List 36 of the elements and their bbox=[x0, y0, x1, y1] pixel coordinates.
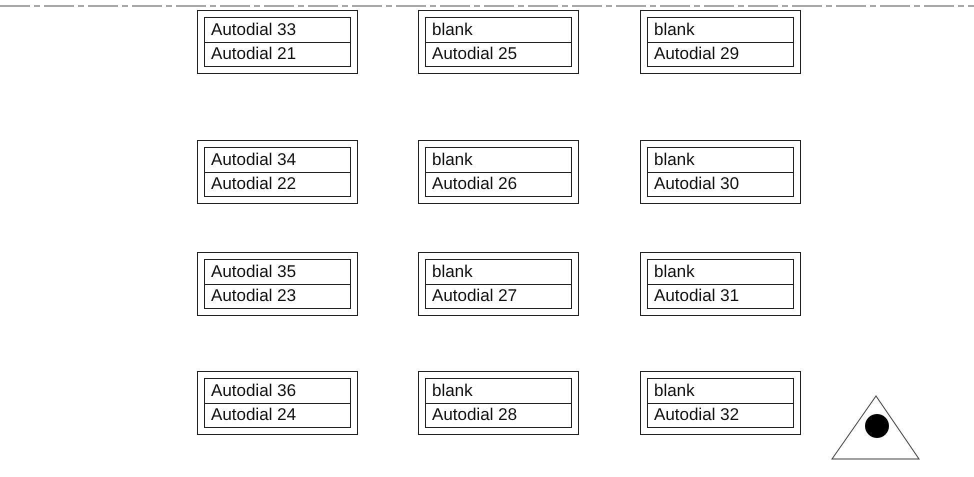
key-button bbox=[197, 10, 358, 74]
key-button bbox=[418, 10, 579, 74]
key-label: Autodial 28 bbox=[426, 402, 571, 427]
key-label: Autodial 22 bbox=[205, 172, 350, 196]
key-label: Autodial 21 bbox=[205, 42, 350, 66]
key-label: Autodial 27 bbox=[426, 284, 571, 308]
key-button bbox=[640, 252, 801, 316]
key-label: Autodial 23 bbox=[205, 284, 350, 308]
key-label: Autodial 29 bbox=[648, 42, 793, 66]
key-button bbox=[640, 10, 801, 74]
key-button bbox=[640, 140, 801, 204]
key-label: Autodial 34 bbox=[210, 148, 298, 171]
key-button bbox=[197, 371, 358, 435]
key-label: Autodial 25 bbox=[426, 42, 571, 66]
key-label: Autodial 35 bbox=[210, 260, 298, 283]
key-button bbox=[640, 371, 801, 435]
key-label: blank bbox=[653, 148, 696, 171]
key-button bbox=[418, 371, 579, 435]
key-label: blank bbox=[653, 380, 696, 402]
key-label: Autodial 31 bbox=[648, 284, 793, 308]
key-button bbox=[418, 252, 579, 316]
key-button bbox=[418, 140, 579, 204]
key-label: Autodial 33 bbox=[210, 18, 298, 41]
key-label: Autodial 30 bbox=[648, 172, 793, 196]
key-label: Autodial 26 bbox=[426, 172, 571, 196]
key-label: Autodial 24 bbox=[205, 402, 350, 427]
key-label: blank bbox=[653, 260, 696, 283]
key-button bbox=[197, 140, 358, 204]
key-label: blank bbox=[431, 148, 474, 171]
key-button bbox=[197, 252, 358, 316]
key-label: Autodial 32 bbox=[648, 402, 793, 427]
key-label: Autodial 36 bbox=[210, 380, 298, 402]
key-label: blank bbox=[653, 18, 696, 41]
key-label: blank bbox=[431, 18, 474, 41]
key-label: blank bbox=[431, 380, 474, 402]
key-label: blank bbox=[431, 260, 474, 283]
